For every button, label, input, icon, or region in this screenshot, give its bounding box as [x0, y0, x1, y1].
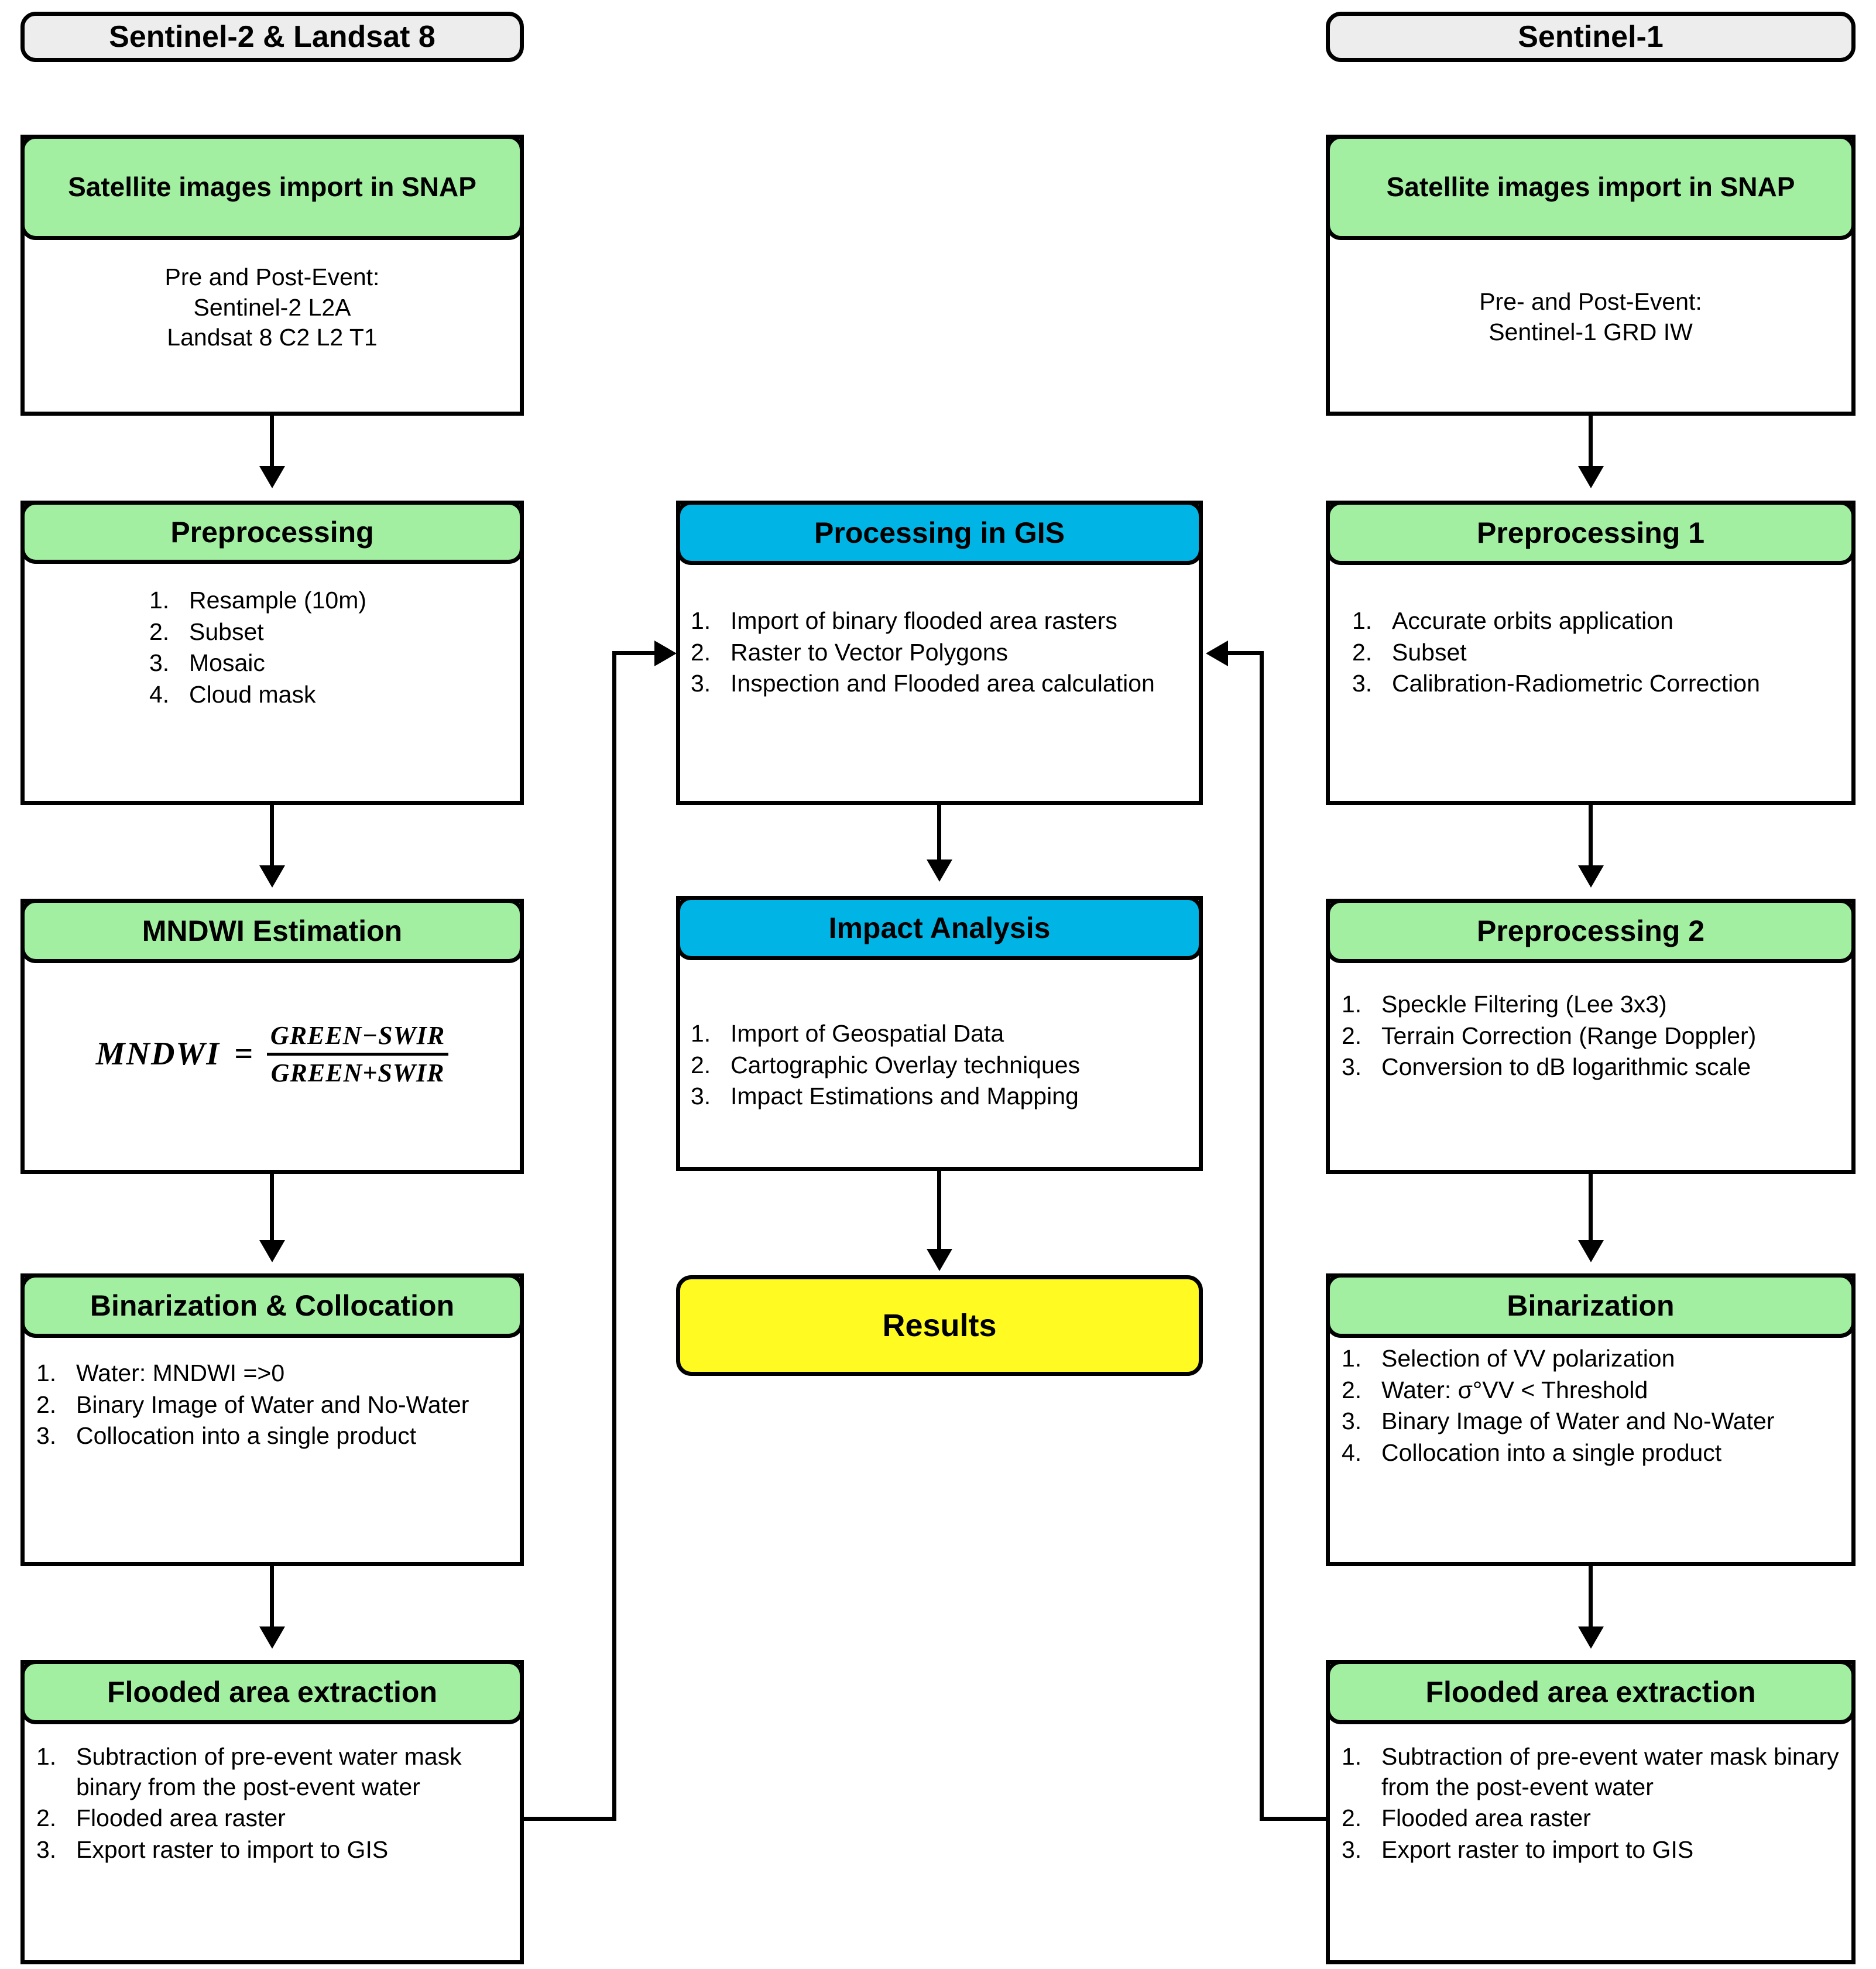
list-item: 2.Subset — [1352, 638, 1467, 666]
right-connector-4 — [1589, 1566, 1593, 1631]
left-arrow-1 — [259, 466, 285, 488]
list-item: 2.Terrain Correction (Range Doppler) — [1342, 1022, 1757, 1049]
left-node-5-title: Flooded area extraction — [20, 1660, 524, 1724]
right-feedback-arrow — [1206, 641, 1228, 666]
left-node-1-line-1: Pre and Post-Event: — [164, 263, 380, 290]
right-connector-3 — [1589, 1174, 1593, 1244]
mndwi-formula: MNDWI = GREEN−SWIR GREEN+SWIR — [35, 987, 509, 1121]
left-arrow-2 — [259, 865, 285, 888]
list-item: 3.Impact Estimations and Mapping — [691, 1083, 1079, 1110]
list-item: 3.Calibration-Radiometric Correction — [1352, 670, 1760, 697]
right-node-1-line-1: Pre- and Post-Event: — [1479, 288, 1702, 315]
right-arrow-4 — [1578, 1626, 1604, 1649]
right-node-3-title: Preprocessing 2 — [1326, 899, 1856, 963]
list-item: 1.Import of Geospatial Data — [691, 1020, 1004, 1047]
list-item: 1.Resample (10m) — [149, 587, 367, 614]
right-node-2-title: Preprocessing 1 — [1326, 501, 1856, 565]
left-column-header: Sentinel-2 & Landsat 8 — [20, 12, 524, 62]
list-item: 1.Speckle Filtering (Lee 3x3) — [1342, 991, 1667, 1018]
right-node-5-list: 1.Subtraction of pre-event water mask bi… — [1342, 1742, 1848, 1867]
list-item: 1.Subtraction of pre-event water mask bi… — [36, 1743, 462, 1800]
left-node-1-text: Pre and Post-Event: Sentinel-2 L2A Lands… — [35, 262, 509, 353]
formula-numerator: GREEN−SWIR — [270, 1021, 445, 1050]
left-node-3-title: MNDWI Estimation — [20, 899, 524, 963]
list-item: 2.Water: σ°VV < Threshold — [1342, 1376, 1648, 1403]
list-item: 3.Export raster to import to GIS — [36, 1836, 389, 1863]
right-arrow-2 — [1578, 865, 1604, 888]
right-column-header: Sentinel-1 — [1326, 12, 1856, 62]
formula-fraction-bar — [266, 1052, 449, 1056]
list-item: 4.Collocation into a single product — [1342, 1439, 1722, 1466]
list-item: 3.Inspection and Flooded area calculatio… — [691, 670, 1155, 697]
list-item: 2.Cartographic Overlay techniques — [691, 1051, 1081, 1078]
middle-node-1-title: Processing in GIS — [676, 501, 1203, 565]
left-node-1-title: Satellite images import in SNAP — [20, 135, 524, 240]
right-feedback-top-segment — [1228, 651, 1264, 655]
right-node-4-list: 1.Selection of VV polarization 2.Water: … — [1342, 1344, 1848, 1470]
list-item: 2.Subset — [149, 618, 264, 645]
list-item: 3.Mosaic — [149, 649, 265, 677]
middle-node-1-list: 1.Import of binary flooded area rasters … — [691, 606, 1194, 700]
left-node-5-list: 1.Subtraction of pre-event water mask bi… — [36, 1742, 516, 1867]
right-feedback-bottom-segment — [1260, 1817, 1330, 1821]
middle-arrow-2 — [927, 1249, 952, 1271]
left-feedback-vertical-segment — [612, 651, 616, 1821]
right-connector-2 — [1589, 805, 1593, 869]
middle-connector-1 — [937, 805, 941, 864]
left-arrow-4 — [259, 1626, 285, 1649]
list-item: 1.Import of binary flooded area rasters — [691, 607, 1117, 634]
right-arrow-3 — [1578, 1240, 1604, 1262]
list-item: 3.Export raster to import to GIS — [1342, 1836, 1694, 1863]
middle-arrow-1 — [927, 859, 952, 882]
right-node-1-title: Satellite images import in SNAP — [1326, 135, 1856, 240]
list-item: 2.Flooded area raster — [1342, 1804, 1591, 1832]
left-arrow-3 — [259, 1240, 285, 1262]
list-item: 1.Selection of VV polarization — [1342, 1345, 1675, 1372]
list-item: 1.Subtraction of pre-event water mask bi… — [1342, 1743, 1839, 1800]
list-item: 1.Water: MNDWI =>0 — [36, 1360, 285, 1386]
list-item: 4.Cloud mask — [149, 680, 316, 708]
left-node-4-list: 1.Water: MNDWI =>0 2.Binary Image of Wat… — [36, 1358, 516, 1453]
right-node-4-title: Binarization — [1326, 1273, 1856, 1338]
left-connector-1 — [270, 416, 274, 470]
formula-fraction: GREEN−SWIR GREEN+SWIR — [266, 1021, 449, 1088]
left-node-1-line-3: Landsat 8 C2 L2 T1 — [167, 324, 378, 351]
left-connector-2 — [270, 805, 274, 869]
list-item: 1.Accurate orbits application — [1352, 607, 1673, 634]
list-item: 2.Raster to Vector Polygons — [691, 638, 1009, 666]
right-feedback-vertical-segment — [1260, 651, 1264, 1821]
left-node-1-line-2: Sentinel-2 L2A — [193, 293, 351, 321]
right-connector-1 — [1589, 416, 1593, 470]
middle-node-2-title: Impact Analysis — [676, 896, 1203, 960]
middle-node-3-results: Results — [676, 1275, 1203, 1376]
left-connector-4 — [270, 1566, 274, 1631]
formula-lhs: MNDWI — [95, 1036, 220, 1072]
left-node-2-title: Preprocessing — [20, 501, 524, 564]
middle-connector-2 — [937, 1171, 941, 1253]
list-item: 3.Binary Image of Water and No-Water — [1342, 1408, 1775, 1435]
left-feedback-arrow — [654, 641, 677, 666]
right-node-2-list: 1.Accurate orbits application 2.Subset 3… — [1352, 606, 1844, 700]
left-node-2-list: 1.Resample (10m) 2.Subset 3.Mosaic 4.Clo… — [149, 585, 512, 711]
list-item: 3.Collocation into a single product — [36, 1422, 417, 1450]
left-feedback-bottom-segment — [520, 1817, 616, 1821]
formula-equals: = — [234, 1036, 253, 1072]
middle-node-2-list: 1.Import of Geospatial Data 2.Cartograph… — [691, 1019, 1194, 1113]
formula-denominator: GREEN+SWIR — [270, 1058, 445, 1087]
left-connector-3 — [270, 1174, 274, 1244]
list-item: 3.Conversion to dB logarithmic scale — [1342, 1053, 1751, 1081]
right-arrow-1 — [1578, 466, 1604, 488]
left-node-4-title: Binarization & Collocation — [20, 1273, 524, 1338]
right-node-3-list: 1.Speckle Filtering (Lee 3x3) 2.Terrain … — [1342, 989, 1848, 1084]
right-node-1-text: Pre- and Post-Event: Sentinel-1 GRD IW — [1340, 287, 1841, 347]
right-node-5-title: Flooded area extraction — [1326, 1660, 1856, 1724]
list-item: 2.Flooded area raster — [36, 1804, 286, 1832]
right-node-1-line-2: Sentinel-1 GRD IW — [1489, 318, 1693, 345]
left-feedback-top-segment — [612, 651, 671, 655]
list-item: 2.Binary Image of Water and No-Water — [36, 1391, 469, 1418]
